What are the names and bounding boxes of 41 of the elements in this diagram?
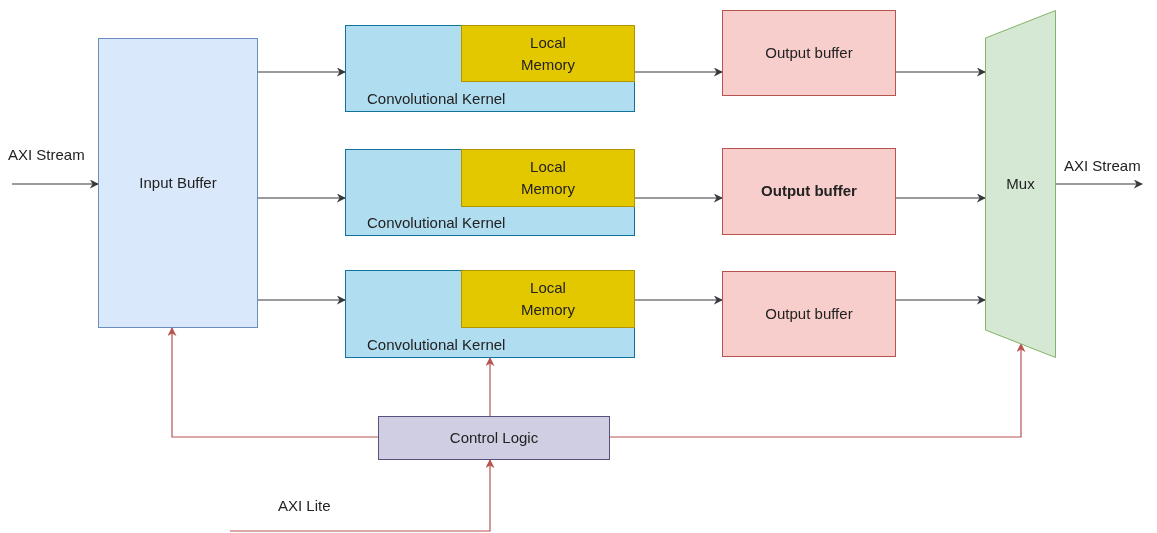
buffer-box [722, 10, 896, 96]
box-label: Local Memory [519, 157, 577, 199]
arrow [257, 67, 346, 77]
box-label: Control Logic [449, 427, 539, 448]
edge-label: AXI Stream [1064, 156, 1141, 176]
buffer-box [722, 271, 896, 357]
kernel-box [345, 149, 635, 236]
arrow [895, 67, 986, 77]
memory-box [461, 149, 635, 207]
arrow [485, 357, 495, 417]
arrow [895, 193, 986, 203]
memory-box [461, 25, 635, 82]
buffer-box [722, 148, 896, 235]
box-label: Convolutional Kernel [367, 212, 506, 233]
arrow [634, 67, 723, 77]
box-label: Convolutional Kernel [367, 88, 506, 109]
logic-box [378, 416, 610, 460]
memory-box [461, 270, 635, 328]
buffer-box [98, 38, 258, 328]
box-label: Output buffer [765, 303, 853, 324]
arrow [257, 295, 346, 305]
arrow [167, 327, 379, 438]
box-label: Local Memory [519, 32, 577, 75]
arrow [257, 193, 346, 203]
box-label: Input Buffer [139, 172, 217, 193]
box-label: Local Memory [519, 278, 577, 320]
arrow [229, 459, 495, 532]
arrow [11, 179, 99, 189]
edge-label: AXI Stream [8, 145, 85, 165]
arrow [634, 193, 723, 203]
kernel-box [345, 270, 635, 358]
arrow [634, 295, 723, 305]
arrow [1055, 179, 1143, 189]
box-label: Output buffer [765, 42, 853, 63]
edge-label: AXI Lite [278, 496, 331, 516]
kernel-box [345, 25, 635, 112]
arrow [609, 343, 1026, 438]
arrow [895, 295, 986, 305]
box-label: Output buffer [761, 181, 857, 202]
box-label: Mux [1006, 173, 1035, 194]
box-label: Convolutional Kernel [367, 334, 506, 355]
